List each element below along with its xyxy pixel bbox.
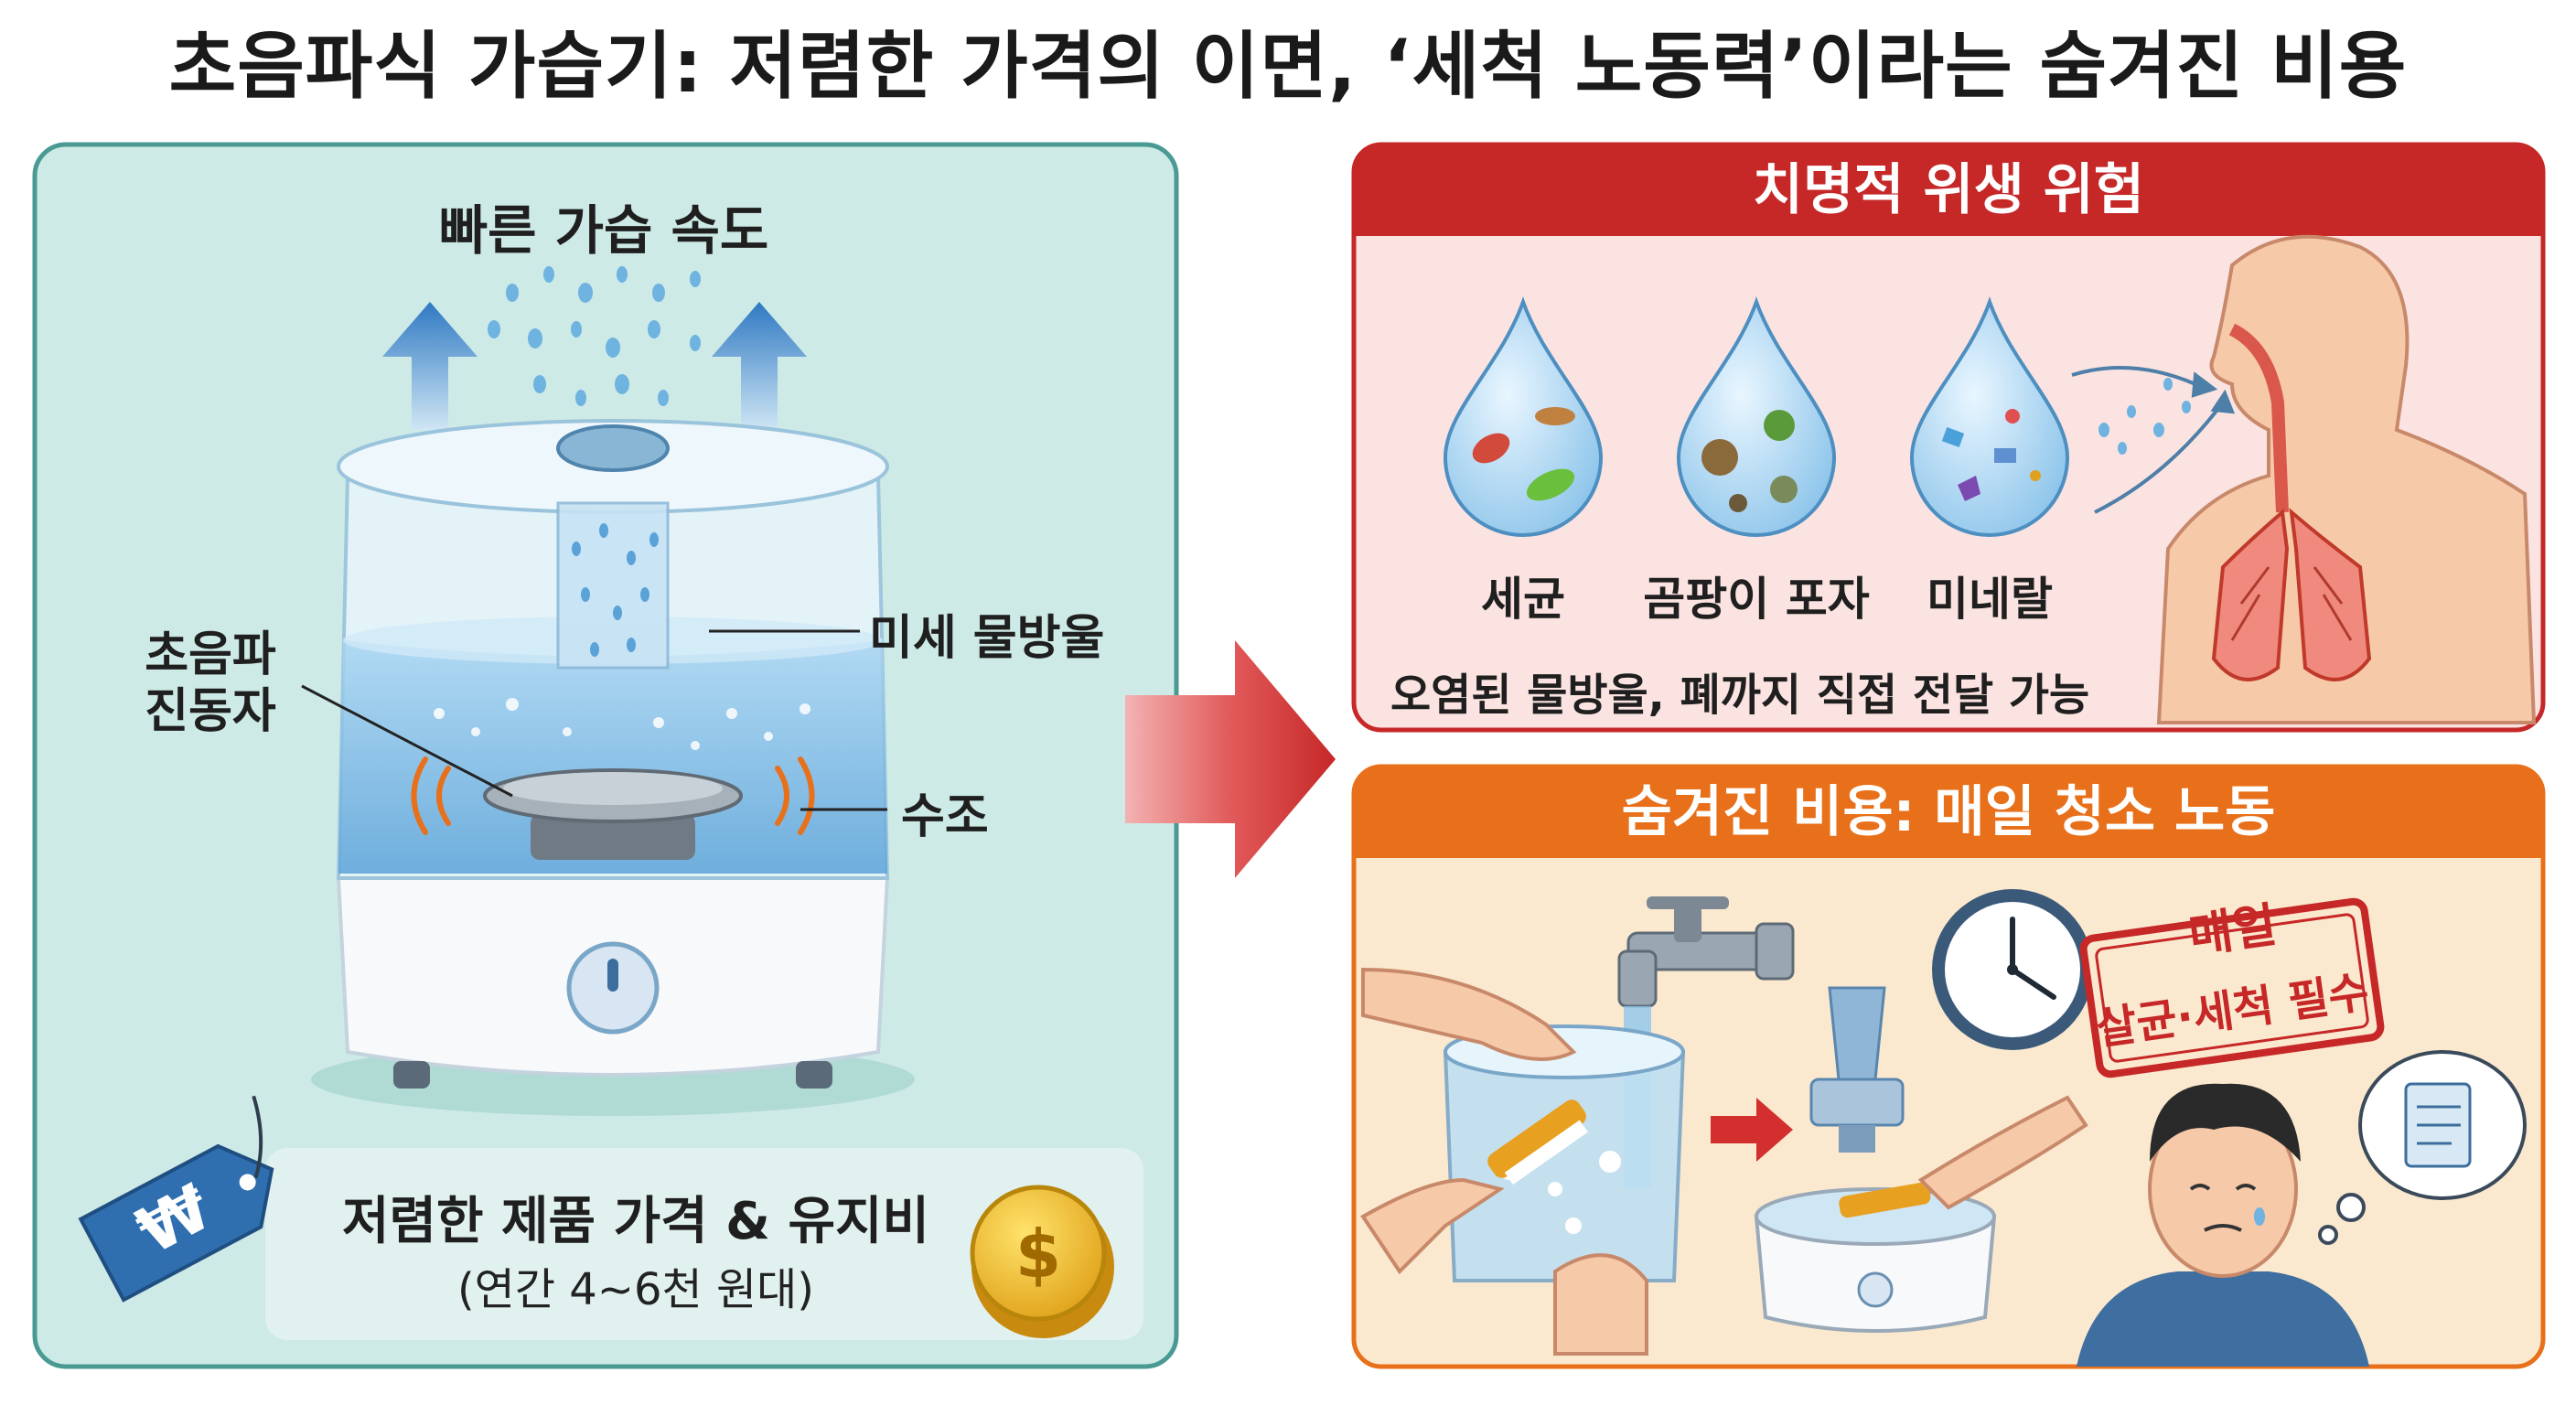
clock-icon: [1932, 889, 2093, 1050]
drop-label-mold: 곰팡이 포자: [1643, 573, 1870, 626]
water-drop-icon: [1909, 296, 2070, 537]
drop-label-bacteria: 세균: [1481, 573, 1565, 626]
mold-spore-icon: [1701, 410, 1798, 512]
speed-label: 빠른 가습 속도: [438, 199, 769, 262]
price-sub-label: (연간 4~6천 원대): [456, 1264, 815, 1315]
mist-label: 미세 물방울: [869, 611, 1105, 666]
worried-person: [2077, 1083, 2369, 1367]
mist-tube-part: [1809, 986, 1905, 1153]
price-box: [265, 1148, 1143, 1340]
leader-lines: [301, 629, 887, 811]
tank-label: 수조: [901, 789, 989, 844]
lungs-icon: [2156, 234, 2537, 724]
mist-flow: [2071, 366, 2236, 514]
hazard-panel-title: 치명적 위생 위험: [1752, 158, 2145, 222]
mineral-icon: [1941, 409, 2041, 501]
water-drop-icon: [1443, 296, 1604, 537]
hand-icon: [1917, 1095, 2088, 1210]
price-tag-icon: ₩: [78, 1095, 274, 1303]
washing-tank: [1443, 1024, 1686, 1282]
drop-label-mineral: 미네랄: [1927, 573, 2053, 626]
price-main-label: 저렴한 제품 가격 & 유지비: [341, 1192, 930, 1251]
bacteria-icon: [1472, 407, 1575, 501]
hand-icon: [1360, 967, 1648, 1356]
thought-bubble-icon: [2318, 1050, 2527, 1245]
water-drop-icon: [1676, 296, 1837, 537]
ultrasonic-disc-icon: [411, 756, 815, 860]
coin-icon: $: [970, 1185, 1114, 1338]
page-title: 초음파식 가습기: 저렴한 가격의 이면, ‘세척 노동력’이라는 숨겨진 비용: [168, 24, 2408, 109]
transition-arrow: [1125, 640, 1336, 878]
brush-icon: [1487, 1099, 1588, 1185]
hazard-caption: 오염된 물방울, 폐까지 직접 전달 가능: [1390, 670, 2090, 721]
humidifier: [311, 419, 915, 1116]
transducer-label: 초음파 진동자: [145, 627, 276, 739]
coin-symbol: $: [1015, 1216, 1061, 1292]
step-arrow: [1711, 1098, 1793, 1162]
humidifier-base: [1754, 1182, 1997, 1333]
humidify-up-arrows: [382, 302, 807, 430]
stamp-icon: [2079, 897, 2385, 1078]
cost-panel-title: 숨겨진 비용: 매일 청소 노동: [1621, 780, 2276, 844]
